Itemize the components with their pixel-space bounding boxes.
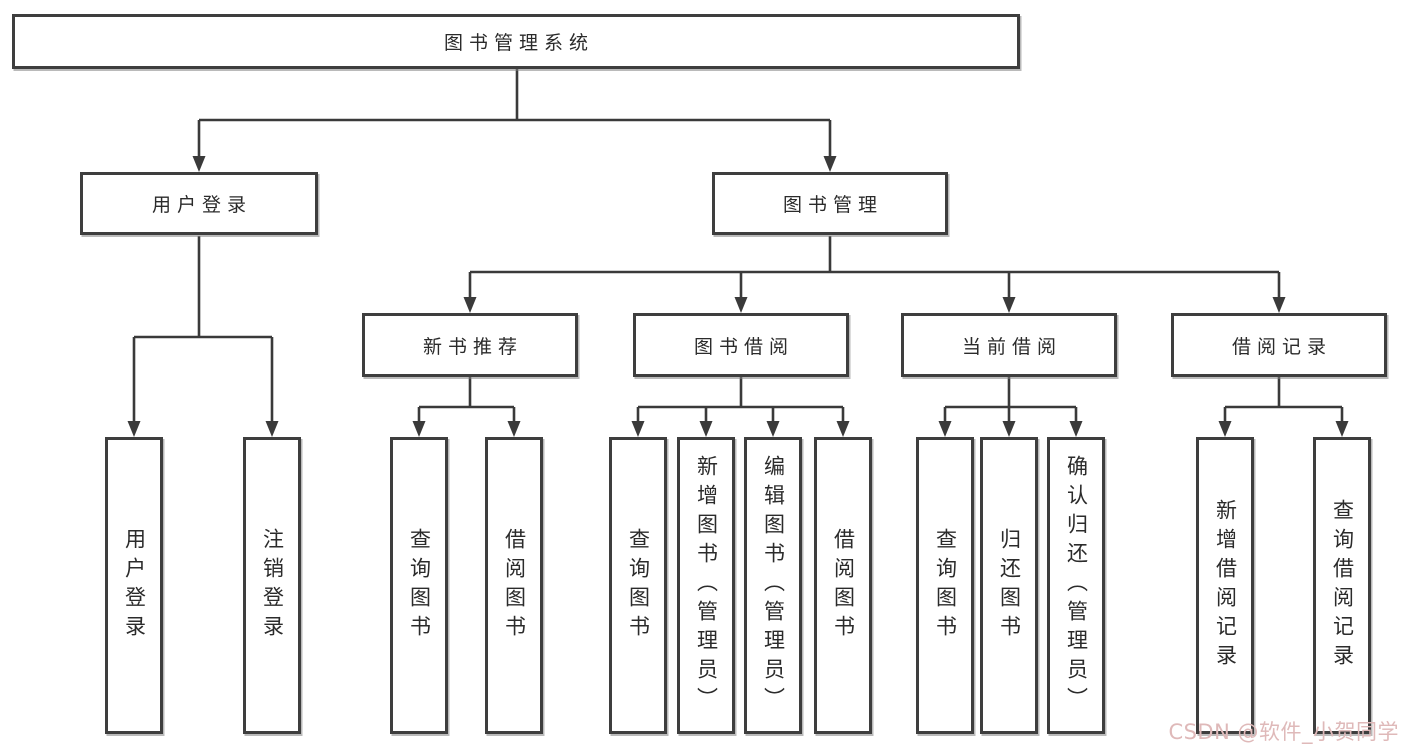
arrowhead-down-icon	[192, 156, 206, 172]
leaf-label: 查询图书	[407, 527, 432, 644]
node-label: 图书管理	[782, 194, 883, 216]
leaf-query-books-2: 查询图书	[609, 437, 667, 734]
leaf-borrow-books-2: 借阅图书	[814, 437, 872, 734]
arrowhead-down-icon	[836, 421, 850, 437]
node-label: 用户登录	[151, 194, 252, 216]
arrowhead-down-icon	[265, 421, 279, 437]
arrowhead-down-icon	[631, 421, 645, 437]
arrowhead-down-icon	[1002, 421, 1016, 437]
leaf-logout: 注销登录	[243, 437, 301, 734]
leaf-edit-books-admin: 编辑图书（管理员）	[744, 437, 802, 734]
leaf-confirm-return-admin: 确认归还（管理员）	[1047, 437, 1105, 734]
arrowhead-down-icon	[1218, 421, 1232, 437]
leaf-add-books-admin: 新增图书（管理员）	[677, 437, 735, 734]
leaf-add-borrow-record: 新增借阅记录	[1196, 437, 1254, 734]
node-book-management: 图书管理	[712, 172, 948, 235]
leaf-label: 查询借阅记录	[1330, 498, 1355, 673]
leaf-label: 归还图书	[997, 527, 1022, 644]
node-label: 图书借阅	[693, 335, 794, 358]
node-current-borrowing: 当前借阅	[901, 313, 1117, 377]
leaf-query-borrow-record: 查询借阅记录	[1313, 437, 1371, 734]
node-label: 当前借阅	[961, 335, 1062, 358]
leaf-user-login: 用户登录	[105, 437, 163, 734]
leaf-label: 新增图书（管理员）	[694, 455, 719, 716]
node-label: 借阅记录	[1231, 335, 1332, 358]
node-label: 图书管理系统	[443, 32, 594, 54]
arrowhead-down-icon	[766, 421, 780, 437]
leaf-label: 用户登录	[122, 527, 147, 644]
leaf-label: 借阅图书	[831, 527, 856, 644]
node-new-book-recommendation: 新书推荐	[362, 313, 578, 377]
arrowhead-down-icon	[1002, 297, 1016, 313]
arrowhead-down-icon	[699, 421, 713, 437]
arrowhead-down-icon	[127, 421, 141, 437]
leaf-label: 查询图书	[933, 527, 958, 644]
leaf-return-books: 归还图书	[980, 437, 1038, 734]
arrowhead-down-icon	[412, 421, 426, 437]
node-library-management-system: 图书管理系统	[12, 14, 1020, 69]
leaf-query-books-1: 查询图书	[390, 437, 448, 734]
leaf-label: 注销登录	[260, 527, 285, 644]
leaf-query-books-3: 查询图书	[916, 437, 974, 734]
arrowhead-down-icon	[507, 421, 521, 437]
arrowhead-down-icon	[734, 297, 748, 313]
node-borrowing-records: 借阅记录	[1171, 313, 1387, 377]
leaf-borrow-books-1: 借阅图书	[485, 437, 543, 734]
arrowhead-down-icon	[823, 156, 837, 172]
leaf-label: 确认归还（管理员）	[1064, 455, 1089, 716]
arrowhead-down-icon	[1069, 421, 1083, 437]
arrowhead-down-icon	[1335, 421, 1349, 437]
leaf-label: 编辑图书（管理员）	[761, 455, 786, 716]
arrowhead-down-icon	[1272, 297, 1286, 313]
node-user-login: 用户登录	[80, 172, 318, 235]
leaf-label: 查询图书	[626, 527, 651, 644]
node-book-borrowing: 图书借阅	[633, 313, 849, 377]
leaf-label: 借阅图书	[502, 527, 527, 644]
leaf-label: 新增借阅记录	[1213, 498, 1238, 673]
arrowhead-down-icon	[938, 421, 952, 437]
arrowhead-down-icon	[463, 297, 477, 313]
node-label: 新书推荐	[422, 335, 523, 358]
csdn-watermark: CSDN @软件_小贺同学	[1168, 720, 1399, 744]
